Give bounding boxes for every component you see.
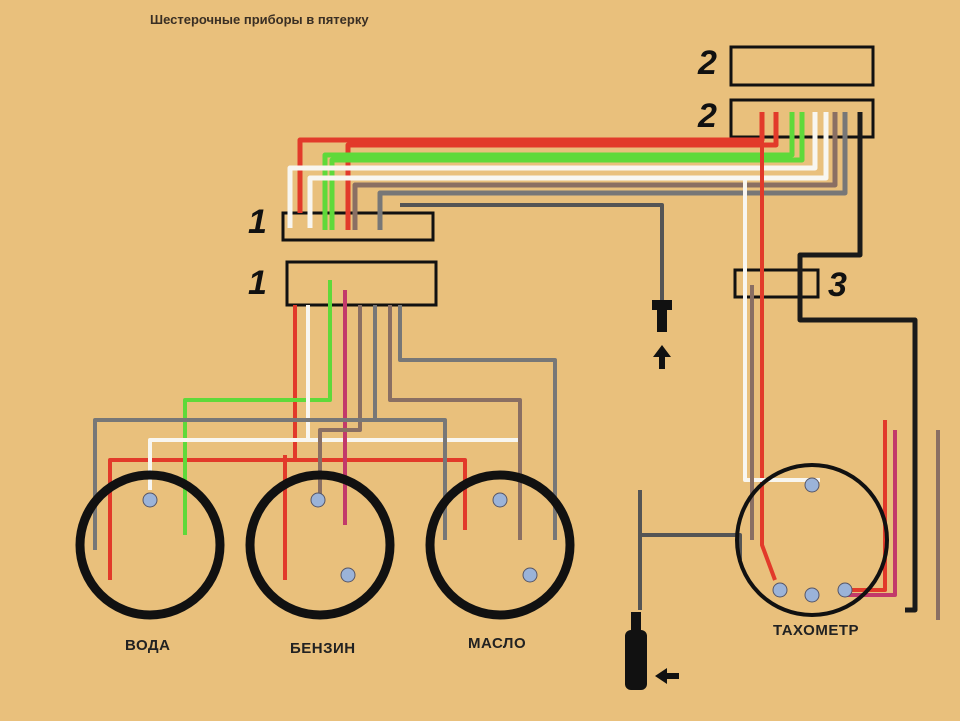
tachometer-label: ТАХОМЕТР [773, 622, 860, 639]
gauge-water [75, 470, 225, 620]
connector-2-top-number: 2 [698, 44, 717, 82]
oil-gauge-label: МАСЛО [468, 635, 527, 652]
gauge-wires [93, 280, 557, 580]
connector-1-bottom-number: 1 [248, 264, 267, 302]
gauge-tachometer [735, 463, 889, 617]
fuel-gauge-label: БЕНЗИН [290, 640, 356, 657]
connector-3-number: 3 [828, 266, 847, 304]
gauge-fuel [245, 470, 395, 620]
sensor-arrow-icon [652, 300, 672, 369]
bus-wires [287, 112, 918, 613]
connector-1-top-number: 1 [248, 203, 267, 241]
tacho-wires [638, 140, 940, 620]
connector-2-top [729, 45, 875, 87]
connector-1-top [281, 211, 435, 242]
oil-sensor-icon [625, 612, 679, 690]
connector-1-bottom [285, 260, 438, 307]
connector-3 [733, 268, 820, 299]
gauge-oil [425, 470, 575, 620]
water-gauge-label: ВОДА [125, 637, 171, 654]
diagram-title: Шестерочные приборы в пятерку [150, 12, 369, 27]
connector-2-bottom-number: 2 [698, 97, 717, 135]
